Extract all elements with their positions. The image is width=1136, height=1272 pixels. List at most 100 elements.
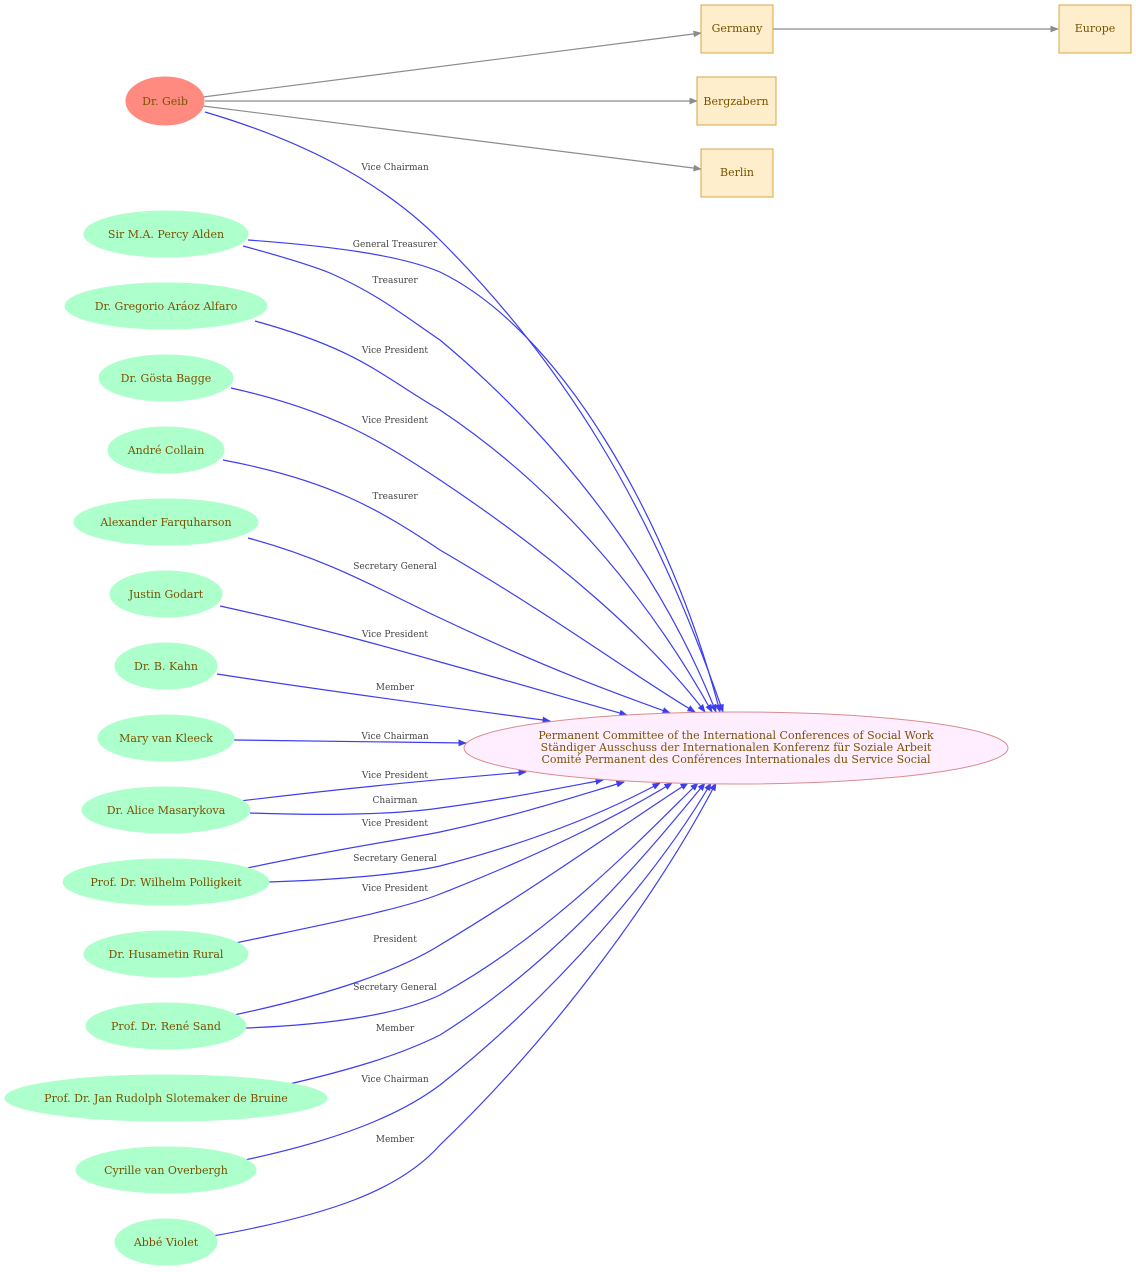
role-label: Treasurer: [372, 492, 418, 502]
person-node[interactable]: Prof. Dr. René Sand: [85, 1002, 247, 1050]
person-node-shape: [83, 210, 249, 258]
role-label: Member: [376, 1135, 415, 1145]
person-node-shape: [109, 570, 223, 618]
person-node-shape: [98, 354, 234, 402]
role-edge: [216, 673, 551, 724]
person-node-label: Prof. Dr. Jan Rudolph Slotemaker de Brui…: [44, 1092, 288, 1105]
person-node-shape: [114, 642, 218, 690]
role-edge: [230, 782, 673, 945]
person-node-shape: [75, 1146, 257, 1194]
edge-geib-berlin: [202, 105, 702, 172]
person-node[interactable]: Dr. Alice Masarykova: [81, 786, 251, 834]
person-node[interactable]: André Collain: [107, 426, 225, 474]
person-node-label: Justin Godart: [128, 588, 204, 601]
role-label: Vice Chairman: [360, 1075, 429, 1085]
person-node-shape: [114, 1218, 218, 1266]
person-node[interactable]: Mary van Kleeck: [97, 714, 235, 762]
place-node-berlin[interactable]: Berlin: [700, 148, 774, 198]
person-node-label: Cyrille van Overbergh: [104, 1164, 228, 1177]
place-node-shape: [1058, 4, 1132, 54]
person-node-shape: [81, 786, 251, 834]
person-node[interactable]: Sir M.A. Percy Alden: [83, 210, 249, 258]
role-edge: [219, 605, 628, 717]
focus-node-shape: [125, 76, 205, 126]
person-node[interactable]: Dr. B. Kahn: [114, 642, 218, 690]
focus-node[interactable]: Dr. Geib: [125, 76, 205, 126]
person-node[interactable]: Alexander Farquharson: [73, 498, 259, 546]
role-label: Vice President: [361, 819, 429, 829]
role-edge: [247, 537, 671, 714]
person-node-label: Dr. B. Kahn: [134, 660, 198, 673]
role-edge: [212, 782, 717, 1237]
person-node-shape: [97, 714, 235, 762]
person-node-label: Mary van Kleeck: [119, 732, 213, 745]
place-node-europe[interactable]: Europe: [1058, 4, 1132, 54]
person-node-label: Prof. Dr. René Sand: [111, 1020, 221, 1033]
person-node[interactable]: Prof. Dr. Wilhelm Polligkeit: [62, 858, 270, 906]
role-edge: [228, 782, 689, 1017]
place-node-bergzabern[interactable]: Bergzabern: [696, 76, 777, 126]
person-node-shape: [64, 282, 268, 330]
role-edge: [242, 245, 717, 713]
role-label: Vice President: [361, 771, 429, 781]
role-edge: [230, 387, 706, 713]
organization-node[interactable]: Permanent Committee of the International…: [463, 711, 1009, 785]
person-node[interactable]: Dr. Gösta Bagge: [98, 354, 234, 402]
role-label: Secretary General: [353, 854, 437, 864]
focus-node-label: Dr. Geib: [142, 95, 188, 108]
role-edges: [204, 111, 724, 1237]
person-node-shape: [4, 1074, 328, 1122]
role-edge: [247, 239, 722, 713]
place-node-label: Germany: [712, 22, 764, 35]
place-node-label: Berlin: [720, 166, 754, 179]
organization-name-de: Ständiger Ausschuss der Internationalen …: [541, 741, 932, 754]
role-label: Member: [376, 1024, 415, 1034]
role-label: General Treasurer: [353, 240, 438, 250]
place-edges: [202, 25, 1059, 172]
role-edge: [284, 782, 706, 1086]
organization-name-fr: Comité Permanent des Conférences Interna…: [541, 753, 931, 766]
person-node-label: Dr. Husametin Rural: [109, 948, 224, 961]
role-edge: [233, 739, 467, 747]
role-label: Vice President: [361, 630, 429, 640]
person-node-label: Dr. Gregorio Aráoz Alfaro: [95, 300, 238, 313]
person-node-shape: [62, 858, 270, 906]
role-edge: [204, 111, 724, 713]
role-label: President: [373, 935, 417, 945]
place-node-shape: [700, 4, 774, 54]
role-label: Member: [376, 683, 415, 693]
role-edge: [242, 780, 625, 870]
person-node[interactable]: Dr. Husametin Rural: [83, 930, 249, 978]
people-nodes: Sir M.A. Percy Alden Dr. Gregorio Aráoz …: [4, 210, 328, 1266]
person-node-label: André Collain: [127, 444, 205, 457]
place-node-label: Bergzabern: [703, 95, 768, 108]
place-node-shape: [696, 76, 777, 126]
place-node-label: Europe: [1075, 22, 1116, 35]
person-node-shape: [107, 426, 225, 474]
edge-geib-germany: [202, 30, 702, 98]
person-node[interactable]: Abbé Violet: [114, 1218, 218, 1266]
role-label: Vice Chairman: [360, 732, 429, 742]
role-edge: [249, 778, 604, 815]
role-edge: [268, 782, 661, 883]
edge-labels: Vice Chairman General Treasurer Treasure…: [353, 163, 438, 1145]
role-edge: [244, 782, 699, 1029]
role-label: Chairman: [373, 796, 418, 806]
person-node-label: Dr. Gösta Bagge: [121, 372, 212, 385]
person-node[interactable]: Dr. Gregorio Aráoz Alfaro: [64, 282, 268, 330]
person-node-label: Prof. Dr. Wilhelm Polligkeit: [90, 876, 242, 889]
role-edge: [254, 320, 713, 713]
person-node[interactable]: Justin Godart: [109, 570, 223, 618]
role-label: Secretary General: [353, 562, 437, 572]
role-label: Vice President: [361, 416, 429, 426]
person-node[interactable]: Prof. Dr. Jan Rudolph Slotemaker de Brui…: [4, 1074, 328, 1122]
person-node-label: Dr. Alice Masarykova: [107, 804, 226, 817]
person-node[interactable]: Cyrille van Overbergh: [75, 1146, 257, 1194]
person-node-shape: [85, 1002, 247, 1050]
place-node-germany[interactable]: Germany: [700, 4, 774, 54]
role-label: Vice President: [361, 346, 429, 356]
person-node-label: Sir M.A. Percy Alden: [108, 228, 224, 241]
role-label: Vice President: [361, 884, 429, 894]
role-edge: [222, 459, 696, 713]
